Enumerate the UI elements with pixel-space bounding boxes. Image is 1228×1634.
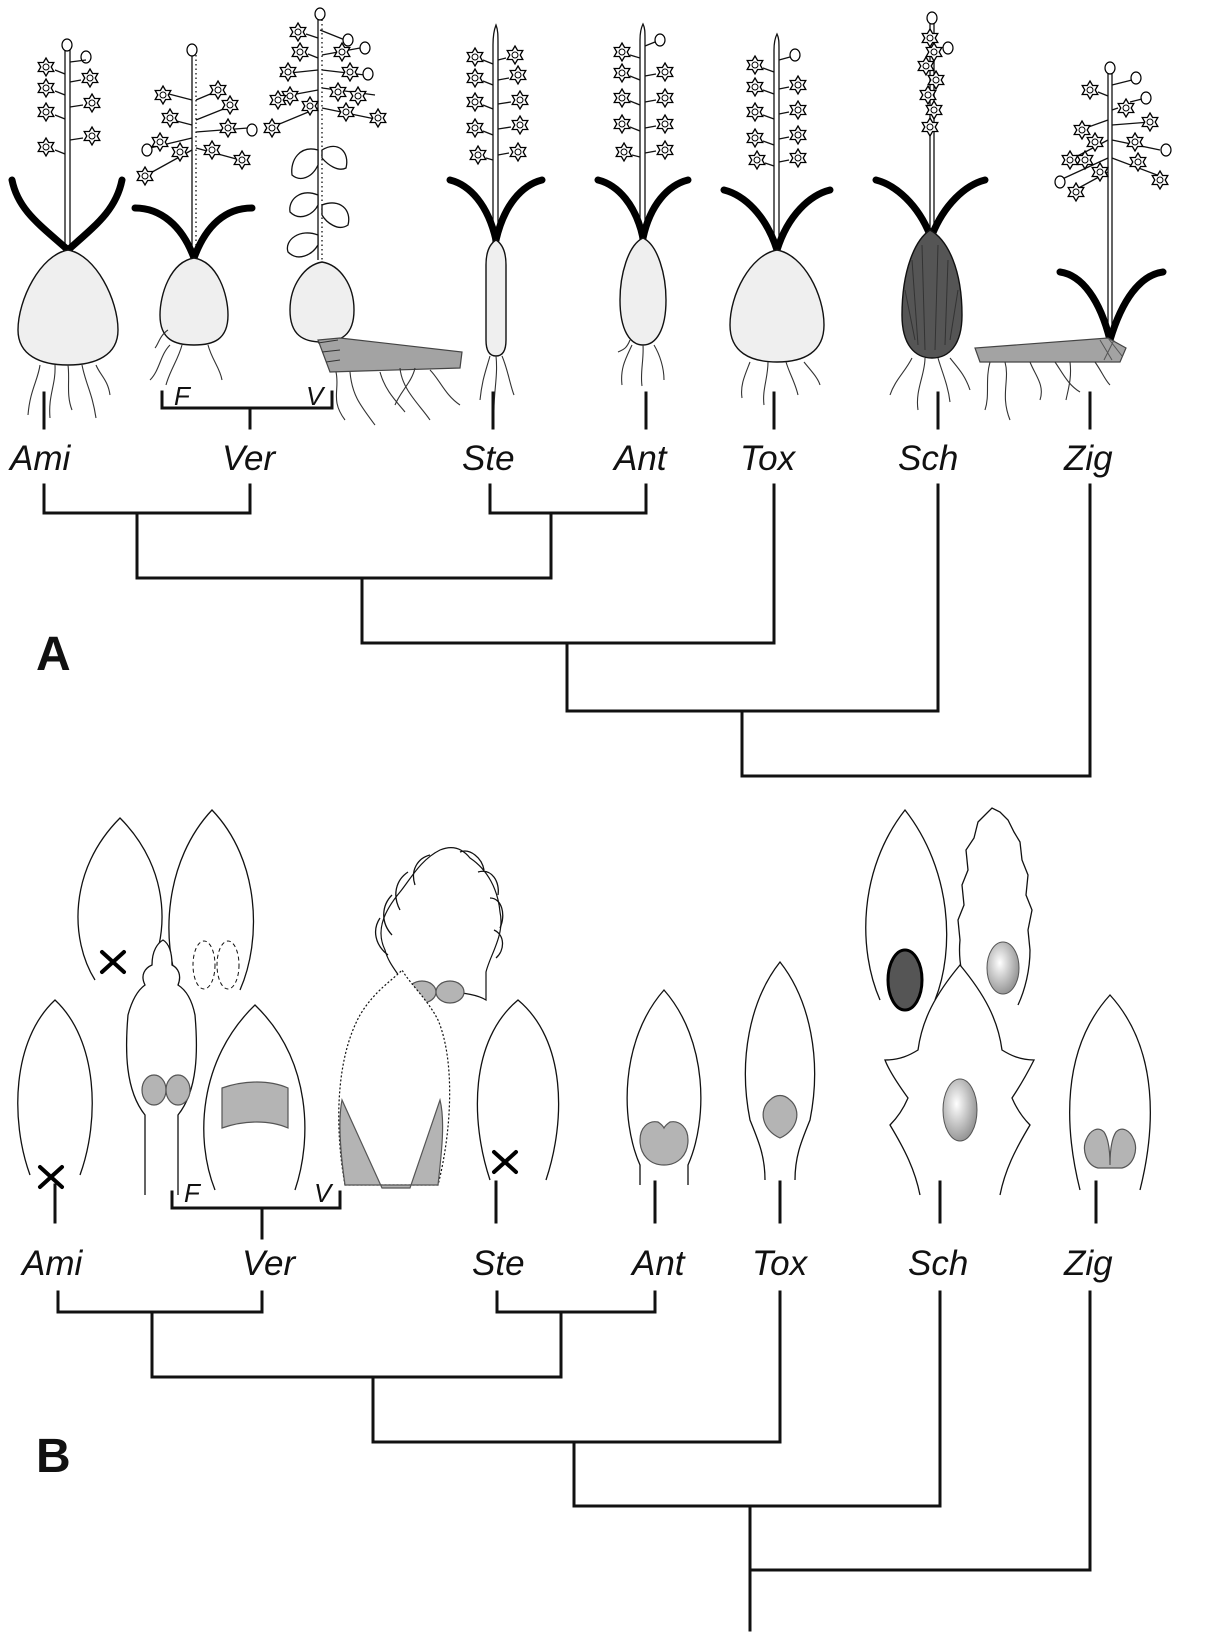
taxon-label: Tox	[752, 1244, 809, 1283]
plant-ant	[598, 24, 688, 386]
panel-label-a: A	[36, 628, 71, 681]
plant-ver-v	[264, 8, 462, 425]
plant-ami	[12, 39, 122, 418]
taxon-label: Ver	[222, 439, 277, 478]
panel-a-tree: F V Ami Ver Ste Ant Tox Sch Zig A	[8, 381, 1113, 776]
taxon-label: Zig	[1063, 439, 1113, 478]
tepal-ant	[627, 990, 701, 1185]
taxon-label: Ste	[472, 1244, 525, 1283]
taxon-label: Ste	[462, 439, 515, 478]
plant-zig	[975, 62, 1171, 420]
taxon-label: Ver	[242, 1244, 297, 1283]
panel-b-tepals	[18, 808, 1151, 1195]
ver-v-label-a: V	[306, 381, 326, 411]
plant-ste	[450, 25, 542, 410]
tepal-sch	[866, 808, 1034, 1195]
ver-v-label-b: V	[314, 1178, 334, 1208]
panel-b-tree: F V Ami Ver Ste Ant Tox Sch Zig B	[20, 1178, 1113, 1630]
taxon-label: Ant	[630, 1244, 686, 1283]
taxon-label: Zig	[1063, 1244, 1113, 1283]
taxon-label: Ami	[8, 439, 72, 478]
ver-f-label-b: F	[184, 1178, 202, 1208]
ver-f-label-a: F	[174, 381, 192, 411]
tepal-ver-v	[339, 848, 503, 1188]
plant-sch	[876, 12, 985, 410]
plant-ver-f	[135, 44, 257, 385]
taxon-label: Sch	[908, 1244, 968, 1283]
taxon-label: Ant	[612, 439, 668, 478]
panel-label-b: B	[36, 1430, 71, 1483]
tepal-ste	[477, 1000, 558, 1180]
tepal-tox	[745, 962, 814, 1180]
taxon-label: Tox	[740, 439, 797, 478]
taxon-label: Sch	[898, 439, 958, 478]
panel-a-plants	[12, 8, 1171, 425]
plant-tox	[724, 34, 830, 405]
tepal-zig	[1070, 995, 1151, 1190]
taxon-label: Ami	[20, 1244, 84, 1283]
